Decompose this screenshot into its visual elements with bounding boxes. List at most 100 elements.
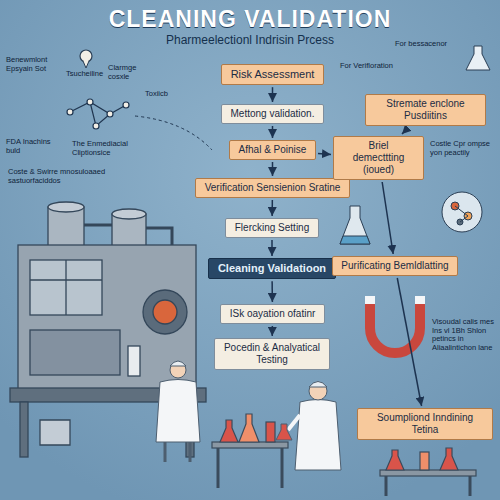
cleaning-machine (128, 346, 140, 376)
scientist (276, 424, 292, 440)
scientist (170, 362, 186, 378)
scientist (156, 380, 200, 443)
process-box: Pocedin & Analyatical Testing (214, 338, 330, 370)
scientist (170, 361, 186, 366)
side-box: Purificating Bemldlatting (332, 256, 458, 276)
cleaning-machine (30, 260, 102, 315)
cleaning-machine (143, 290, 187, 334)
cleaning-machine (40, 420, 70, 445)
cleaning-machine (30, 260, 102, 315)
dashed-trail (135, 116, 212, 150)
flow-arrow (271, 281, 273, 302)
flow-arrow (271, 200, 273, 216)
process-box: Afhal & Poinise (229, 140, 316, 160)
molecule-circle (455, 206, 468, 222)
node-text: Verification Sensienion Sratine (204, 182, 341, 194)
note-text: The Enmediacial Cliptionsice (72, 140, 142, 157)
node-text: Mettong validation. (230, 108, 315, 120)
lab-table (212, 414, 288, 488)
process-box: Flercking Setting (225, 218, 319, 238)
lab-table (220, 420, 238, 442)
cleaning-machine (18, 245, 196, 390)
process-box: ISk oayation ofatinr (220, 304, 325, 324)
node-text: Soumpliond Inndining Tetina (366, 412, 484, 436)
flow-arrow (271, 240, 273, 256)
side-box: Stremate enclone Pusdiitins (365, 94, 486, 126)
scientist (288, 415, 300, 430)
molecule-sketch (93, 123, 99, 129)
process-box: Verification Sensienion Sratine (195, 178, 350, 198)
pin-icon (83, 61, 89, 68)
molecule-sketch (123, 102, 129, 108)
molecule-circle (442, 192, 482, 232)
flask (340, 206, 370, 244)
flow-arrow (272, 87, 274, 102)
cleaning-machine (153, 300, 177, 324)
molecule-sketch (107, 111, 113, 117)
note-text: Costle Cpr ompse yon peactily (430, 140, 494, 157)
molecule-sketch (67, 99, 129, 129)
node-text: Stremate enclone Pusdiitins (374, 98, 477, 122)
note-text: Clarmge cosxle (108, 64, 153, 81)
flask (340, 206, 370, 244)
note-text: Tsucheiline (66, 70, 106, 79)
magnet-shape (365, 296, 375, 304)
process-box: Mettong validation. (221, 104, 324, 124)
scientist (156, 361, 200, 462)
lab-table (380, 470, 476, 476)
note-text: Benewmlont Epsyain Sot (6, 56, 58, 73)
node-text: Purificating Bemldlatting (341, 260, 449, 272)
lab-table (386, 476, 470, 496)
lab-table (239, 414, 259, 442)
node-text: Pocedin & Analyatical Testing (223, 342, 321, 366)
flask (340, 236, 370, 244)
lab-table (440, 448, 458, 470)
magnet-shape (365, 296, 425, 353)
node-text: Risk Assessment (230, 68, 315, 81)
node-text: Flercking Setting (234, 222, 310, 234)
note-text: Toxiicb (145, 90, 185, 99)
flow-arrow (272, 126, 274, 138)
side-box: Soumpliond Inndining Tetina (357, 408, 493, 440)
lab-table (218, 448, 282, 488)
molecule-sketch (67, 109, 73, 115)
note-text: FDA Inachins buld (6, 138, 51, 155)
molecule-sketch (87, 99, 93, 105)
flask-icon (466, 46, 490, 70)
scientist (309, 382, 327, 400)
cleaning-machine (84, 225, 172, 245)
cleaning-machine (20, 402, 28, 457)
note-text: Coste & Swirre mnosuloaaed sastuorfacidd… (8, 168, 118, 185)
note-text: Visoudal calis mes Ins vl 1Bh Shlon peti… (432, 318, 494, 353)
scientist (276, 382, 341, 471)
node-text: Afhal & Poinise (238, 144, 307, 156)
lab-table (212, 442, 288, 448)
cleaning-machine (48, 202, 84, 212)
flow-arrow (397, 278, 421, 406)
cleaning-machine (112, 209, 146, 219)
molecule-sketch (70, 102, 126, 126)
scientist (309, 382, 327, 388)
flow-arrow (402, 128, 408, 134)
diagram-title: CLEANING VALIDATION (0, 6, 500, 33)
node-text: ISk oayation ofatinr (229, 308, 316, 320)
lab-table (386, 450, 404, 470)
molecule-circle (442, 192, 482, 232)
cleaning-machine (48, 207, 84, 247)
process-box: Risk Assessment (221, 64, 324, 85)
flow-arrow (318, 153, 331, 155)
lab-table (380, 448, 476, 496)
side-box: Briel demecttting (ioued) (333, 136, 424, 180)
flow-arrow (271, 326, 273, 336)
note-text: For bessacenor (395, 40, 460, 49)
flow-arrow (272, 162, 274, 176)
flow-arrow (382, 182, 393, 254)
lab-table (420, 452, 429, 470)
scientist (165, 442, 190, 462)
pin-icon (80, 50, 92, 62)
highlight-box: Cleaning Validatioon (208, 258, 336, 279)
pin-icon (80, 50, 92, 68)
